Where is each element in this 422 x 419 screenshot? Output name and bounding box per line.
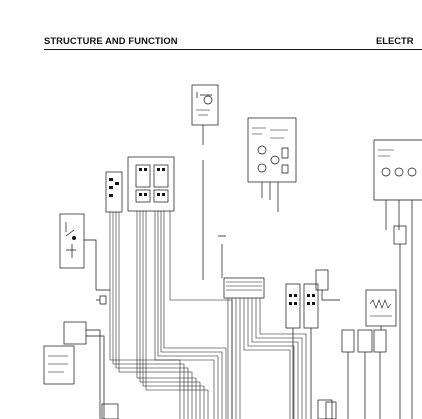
connector-far-right	[393, 225, 407, 245]
chapter-title: ELECTR	[376, 35, 414, 46]
wire-center-right	[292, 290, 340, 419]
connector-bottom-right-2	[325, 401, 337, 419]
switch-box-top	[191, 84, 219, 126]
connector-cluster-left	[105, 156, 175, 213]
connector-small-left	[96, 295, 107, 305]
wire-right	[347, 326, 382, 419]
wire-switch-left	[84, 239, 110, 291]
connectors-right	[341, 329, 387, 353]
wire-relay-upper	[261, 182, 279, 212]
page-header: STRUCTURE AND FUNCTION ELECTR	[44, 35, 422, 50]
wire-far-right	[385, 200, 413, 419]
wire-bundle-left	[109, 211, 233, 419]
resistor-box-right	[365, 289, 397, 327]
connector-bottom-right	[317, 399, 333, 419]
connector-lower-left	[43, 321, 87, 385]
connector-bottom-left	[101, 403, 119, 419]
wire-center-top	[218, 235, 226, 278]
relay-box-upper	[247, 117, 297, 183]
connector-pins-left	[109, 168, 165, 197]
switch-unit-left	[59, 213, 85, 269]
wire-lower-left	[86, 329, 105, 419]
section-title: STRUCTURE AND FUNCTION	[44, 35, 178, 46]
wire-bundle-center	[227, 298, 307, 419]
connector-pins-center-right	[289, 294, 315, 305]
harness-connector-center	[223, 277, 265, 299]
control-box-far-right	[373, 139, 422, 201]
